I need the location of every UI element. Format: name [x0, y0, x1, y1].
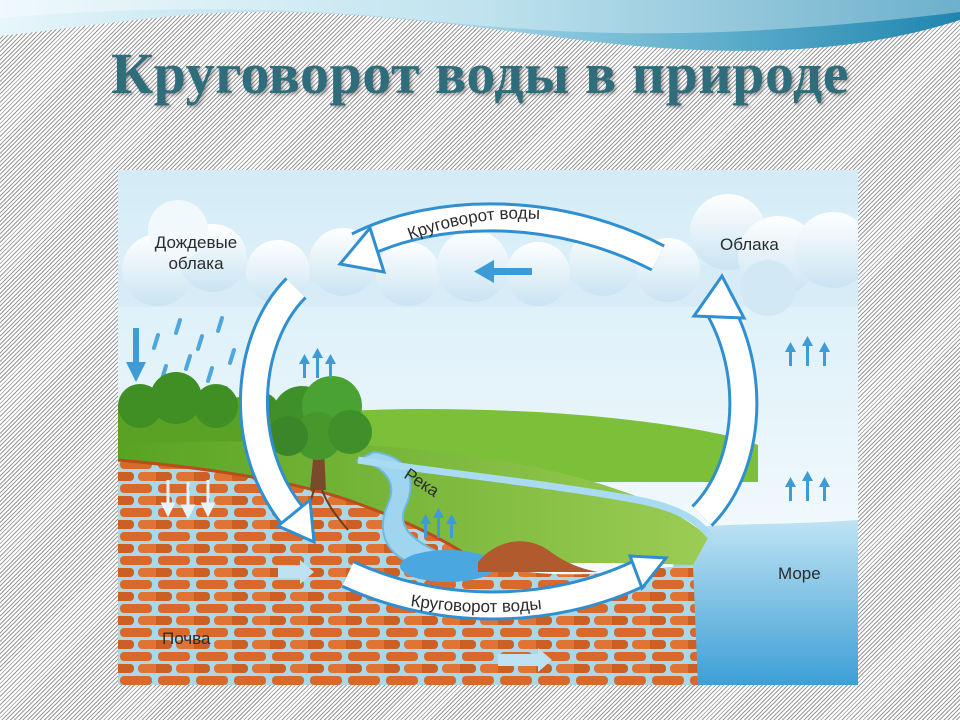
water-cycle-diagram: Круговорот воды Круговорот воды Дождевые…: [118, 170, 858, 685]
sea-water: [658, 520, 858, 685]
label-soil: Почва: [162, 629, 211, 648]
down-arrows-soil-icon: [160, 480, 216, 520]
left-arrow-icon: [474, 260, 532, 283]
slide-title: Круговорот воды в природе: [111, 41, 849, 106]
cycle-arrow-bottom: [341, 554, 669, 621]
label-clouds: Облака: [720, 235, 779, 254]
cycle-arrow-left: [238, 277, 316, 545]
label-sea: Море: [778, 564, 821, 583]
up-arrows-icon: [299, 336, 830, 538]
label-rain-clouds: Дождевые облака: [154, 233, 238, 273]
top-wave-banner: [0, 0, 960, 51]
pond: [400, 550, 496, 582]
cycle-arrow-right: [690, 273, 759, 527]
diagram-illustration: Круговорот воды Круговорот воды: [118, 170, 858, 685]
tree-icon: [268, 376, 372, 535]
down-arrow-icon: [126, 328, 146, 382]
right-arrow-icon: [278, 560, 552, 672]
cycle-arrow-top: [337, 202, 665, 274]
